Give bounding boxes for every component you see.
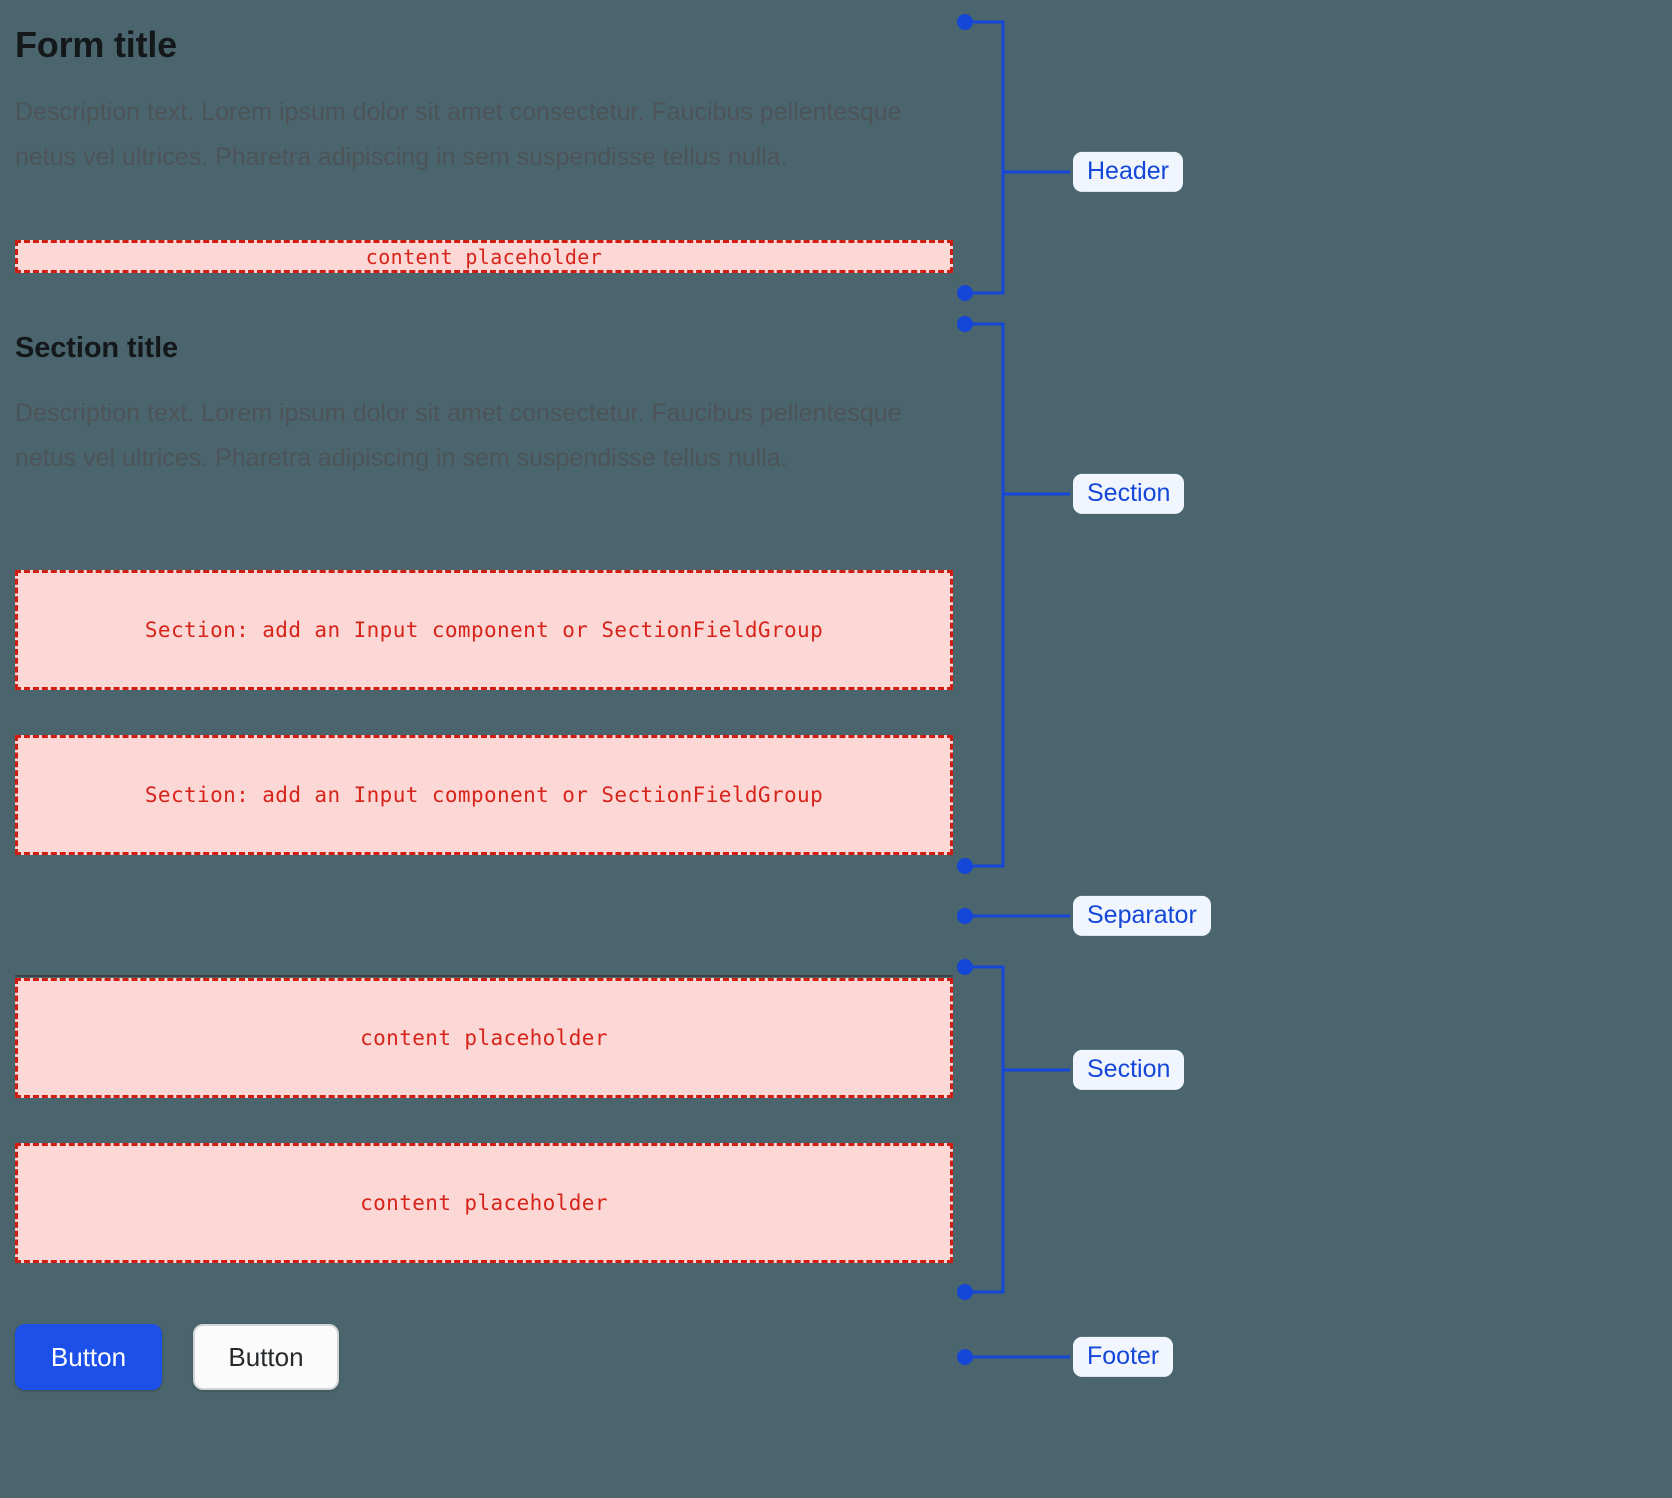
annotation-label-footer[interactable]: Footer [1073, 1336, 1174, 1378]
footer-button-bar: Button Button [15, 1324, 339, 1390]
anchor-dot-footer [957, 1349, 973, 1365]
section-field-placeholder-2-label: Section: add an Input component or Secti… [144, 783, 824, 807]
anchor-dot-section-bottom-start [957, 959, 973, 975]
header-bracket [965, 20, 1005, 295]
header-content-placeholder: content placeholder [15, 240, 953, 273]
annotation-anchor-dots [957, 14, 973, 1365]
section-title: Section title [15, 332, 179, 364]
section2-content-placeholder-1: content placeholder [15, 978, 953, 1098]
anchor-dot-section-top-start [957, 316, 973, 332]
section-bottom-bracket [965, 965, 1005, 1294]
section-field-placeholder-1: Section: add an Input component or Secti… [15, 570, 953, 690]
form-preview-column: Form title Description text. Lorem ipsum… [15, 0, 953, 1498]
section2-content-placeholder-2: content placeholder [15, 1143, 953, 1263]
annotation-label-separator[interactable]: Separator [1073, 895, 1211, 937]
form-title: Form title [15, 24, 178, 65]
section-field-placeholder-1-label: Section: add an Input component or Secti… [144, 618, 824, 642]
anchor-dot-section-bottom-end [957, 1284, 973, 1300]
separator-line [15, 975, 953, 977]
section-description: Description text. Lorem ipsum dolor sit … [15, 399, 902, 472]
primary-button[interactable]: Button [15, 1324, 162, 1390]
section-field-placeholder-2: Section: add an Input component or Secti… [15, 735, 953, 855]
anchor-dot-header-end [957, 285, 973, 301]
section2-content-placeholder-2-label: content placeholder [360, 1191, 608, 1215]
secondary-button[interactable]: Button [193, 1324, 339, 1390]
header-content-placeholder-label: content placeholder [365, 244, 603, 269]
anchor-dot-header-start [957, 14, 973, 30]
annotation-label-section-bottom[interactable]: Section [1073, 1049, 1185, 1091]
annotation-label-header[interactable]: Header [1073, 151, 1183, 193]
annotation-label-section-top[interactable]: Section [1073, 473, 1185, 515]
anchor-dot-section-top-end [957, 858, 973, 874]
section-top-bracket [965, 322, 1005, 868]
section2-content-placeholder-1-label: content placeholder [360, 1026, 608, 1050]
form-description: Description text. Lorem ipsum dolor sit … [15, 98, 902, 171]
anchor-dot-separator [957, 908, 973, 924]
